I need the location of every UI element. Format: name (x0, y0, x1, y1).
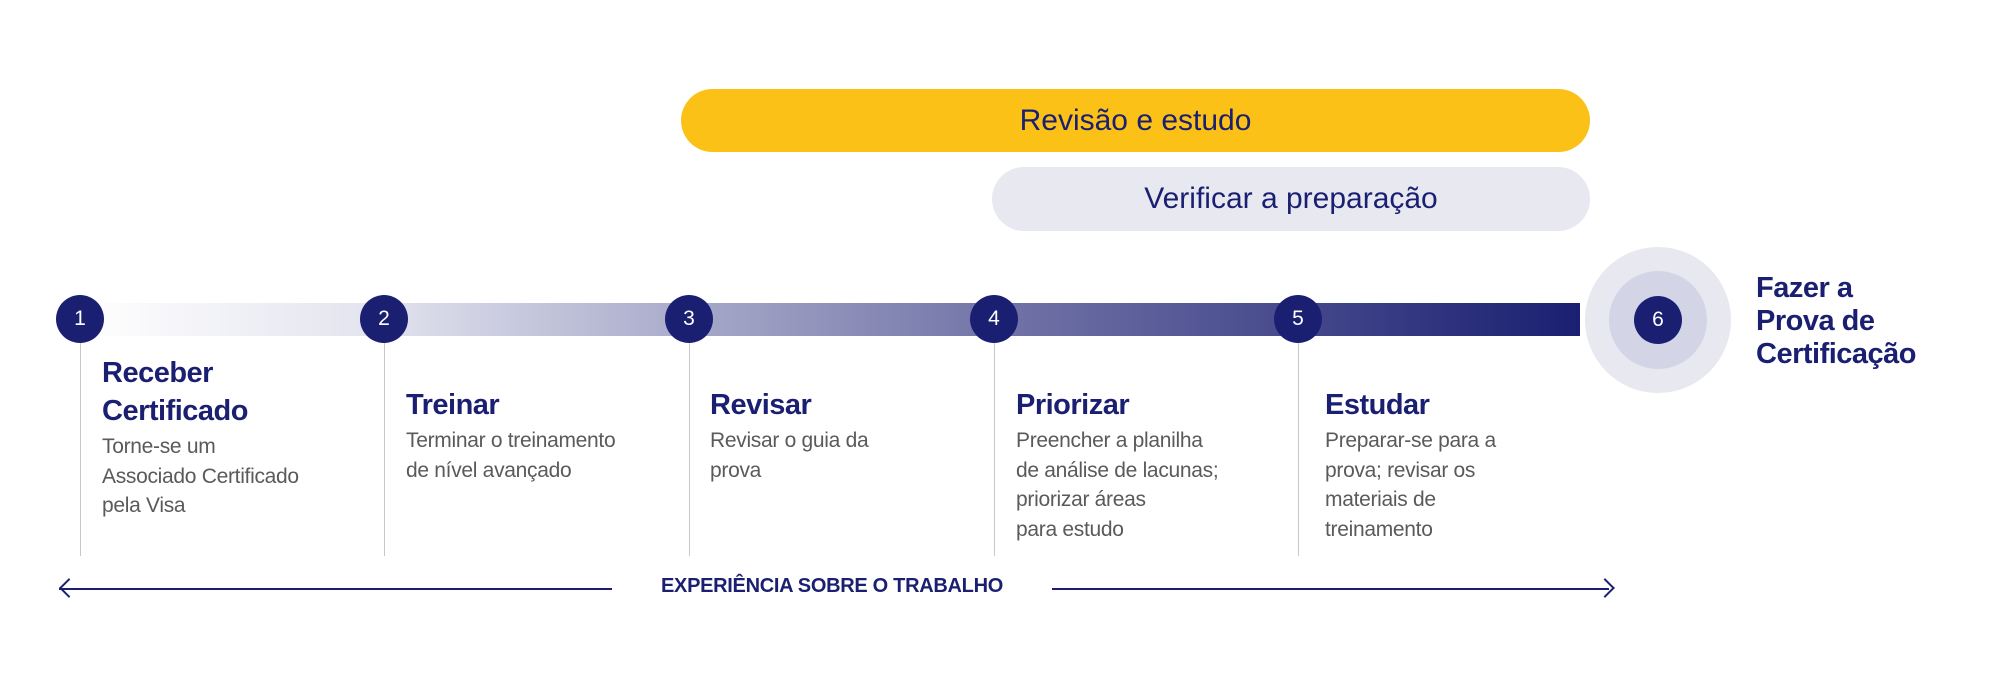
step-4: Priorizar Preencher a planilha de anális… (1016, 386, 1301, 544)
title-line: Certificação (1756, 338, 1917, 370)
step-title: Revisar (710, 389, 812, 421)
step-2: Treinar Terminar o treinamento de nível … (406, 386, 691, 485)
step-title: Priorizar (1016, 389, 1130, 421)
step-marker-4: 4 (970, 295, 1018, 343)
step-marker-2: 2 (360, 295, 408, 343)
step-description: Terminar o treinamento de nível avançado (406, 426, 691, 485)
step-description: Revisar o guia da prova (710, 426, 995, 485)
axis-line-left (59, 588, 612, 590)
step-title: Certificado (102, 395, 248, 427)
step-description: Preparar-se para a prova; revisar os mat… (1325, 426, 1610, 544)
step-5: Estudar Preparar-se para a prova; revisa… (1325, 386, 1610, 544)
desc-line: Torne-se um (102, 435, 216, 458)
arrow-right-icon (1595, 578, 1615, 598)
step-6-title: Fazer a Prova de Certificação (1756, 272, 1917, 371)
axis-line-right (1052, 588, 1609, 590)
phase-verify-readiness-label: Verificar a preparação (1144, 182, 1438, 215)
step-marker-1: 1 (56, 295, 104, 343)
divider (384, 336, 385, 556)
desc-line: priorizar áreas (1016, 488, 1146, 511)
desc-line: para estudo (1016, 517, 1124, 541)
divider (1298, 336, 1299, 556)
divider (689, 336, 690, 556)
step-description: Preencher a planilha de análise de lacun… (1016, 426, 1301, 544)
desc-line: de nível avançado (406, 458, 572, 482)
step-title: Receber (102, 357, 213, 389)
desc-line: materiais de (1325, 488, 1436, 511)
desc-line: Preparar-se para a (1325, 429, 1496, 452)
step-description: Torne-se um Associado Certificado pela V… (102, 432, 387, 521)
phase-review-study: Revisão e estudo (681, 89, 1590, 152)
timeline-bar (80, 303, 1580, 336)
axis-label: EXPERIÊNCIA SOBRE O TRABALHO (660, 575, 1003, 597)
desc-line: prova; revisar os (1325, 458, 1476, 482)
title-line: Prova de (1756, 305, 1875, 337)
desc-line: treinamento (1325, 517, 1433, 541)
step-title: Treinar (406, 389, 500, 421)
desc-line: Terminar o treinamento (406, 429, 616, 452)
desc-line: Preencher a planilha (1016, 429, 1203, 452)
divider (994, 336, 995, 556)
desc-line: prova (710, 458, 762, 482)
title-line: Fazer a (1756, 272, 1853, 304)
step-marker-5: 5 (1274, 295, 1322, 343)
step-1: Receber Certificado Torne-se um Associad… (102, 354, 387, 521)
desc-line: Associado Certificado (102, 464, 299, 488)
phase-verify-readiness: Verificar a preparação (992, 167, 1590, 231)
desc-line: de análise de lacunas; (1016, 458, 1219, 482)
desc-line: Revisar o guia da (710, 429, 869, 452)
step-marker-3: 3 (665, 295, 713, 343)
step-title: Estudar (1325, 389, 1430, 421)
phase-review-study-label: Revisão e estudo (1019, 103, 1252, 137)
step-marker-6: 6 (1634, 296, 1682, 344)
desc-line: pela Visa (102, 494, 186, 517)
divider (80, 336, 81, 556)
arrow-left-icon (59, 578, 79, 598)
step-3: Revisar Revisar o guia da prova (710, 386, 995, 485)
